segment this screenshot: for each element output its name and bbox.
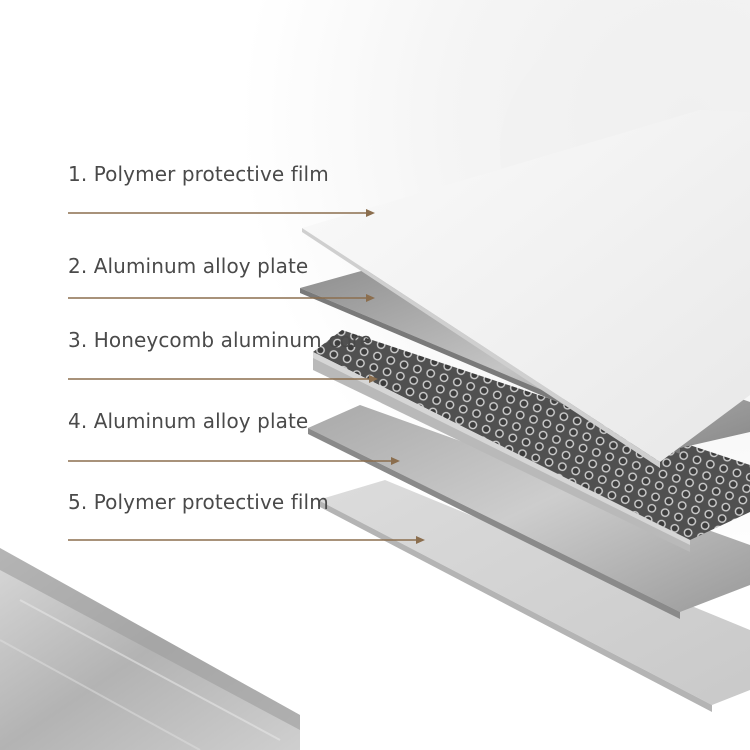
- leader-arrowhead-3: [369, 375, 378, 383]
- layer-1-film: [302, 110, 750, 468]
- layer-label-3: 3. Honeycomb aluminum core: [68, 328, 372, 352]
- layer-4-plate: [308, 405, 750, 619]
- layer-3-honeycomb: [313, 330, 750, 552]
- layer-label-5: 5. Polymer protective film: [68, 490, 329, 514]
- aluminum-block: [0, 548, 300, 750]
- leader-arrowhead-5: [416, 536, 425, 544]
- layer-label-4: 4. Aluminum alloy plate: [68, 409, 309, 433]
- leader-lines: [68, 209, 425, 544]
- layer-5-film: [318, 480, 750, 712]
- layer-label-1: 1. Polymer protective film: [68, 162, 329, 186]
- leader-arrowhead-4: [391, 457, 400, 465]
- leader-arrowhead-1: [366, 209, 375, 217]
- layer-label-2: 2. Aluminum alloy plate: [68, 254, 309, 278]
- leader-arrowhead-2: [366, 294, 375, 302]
